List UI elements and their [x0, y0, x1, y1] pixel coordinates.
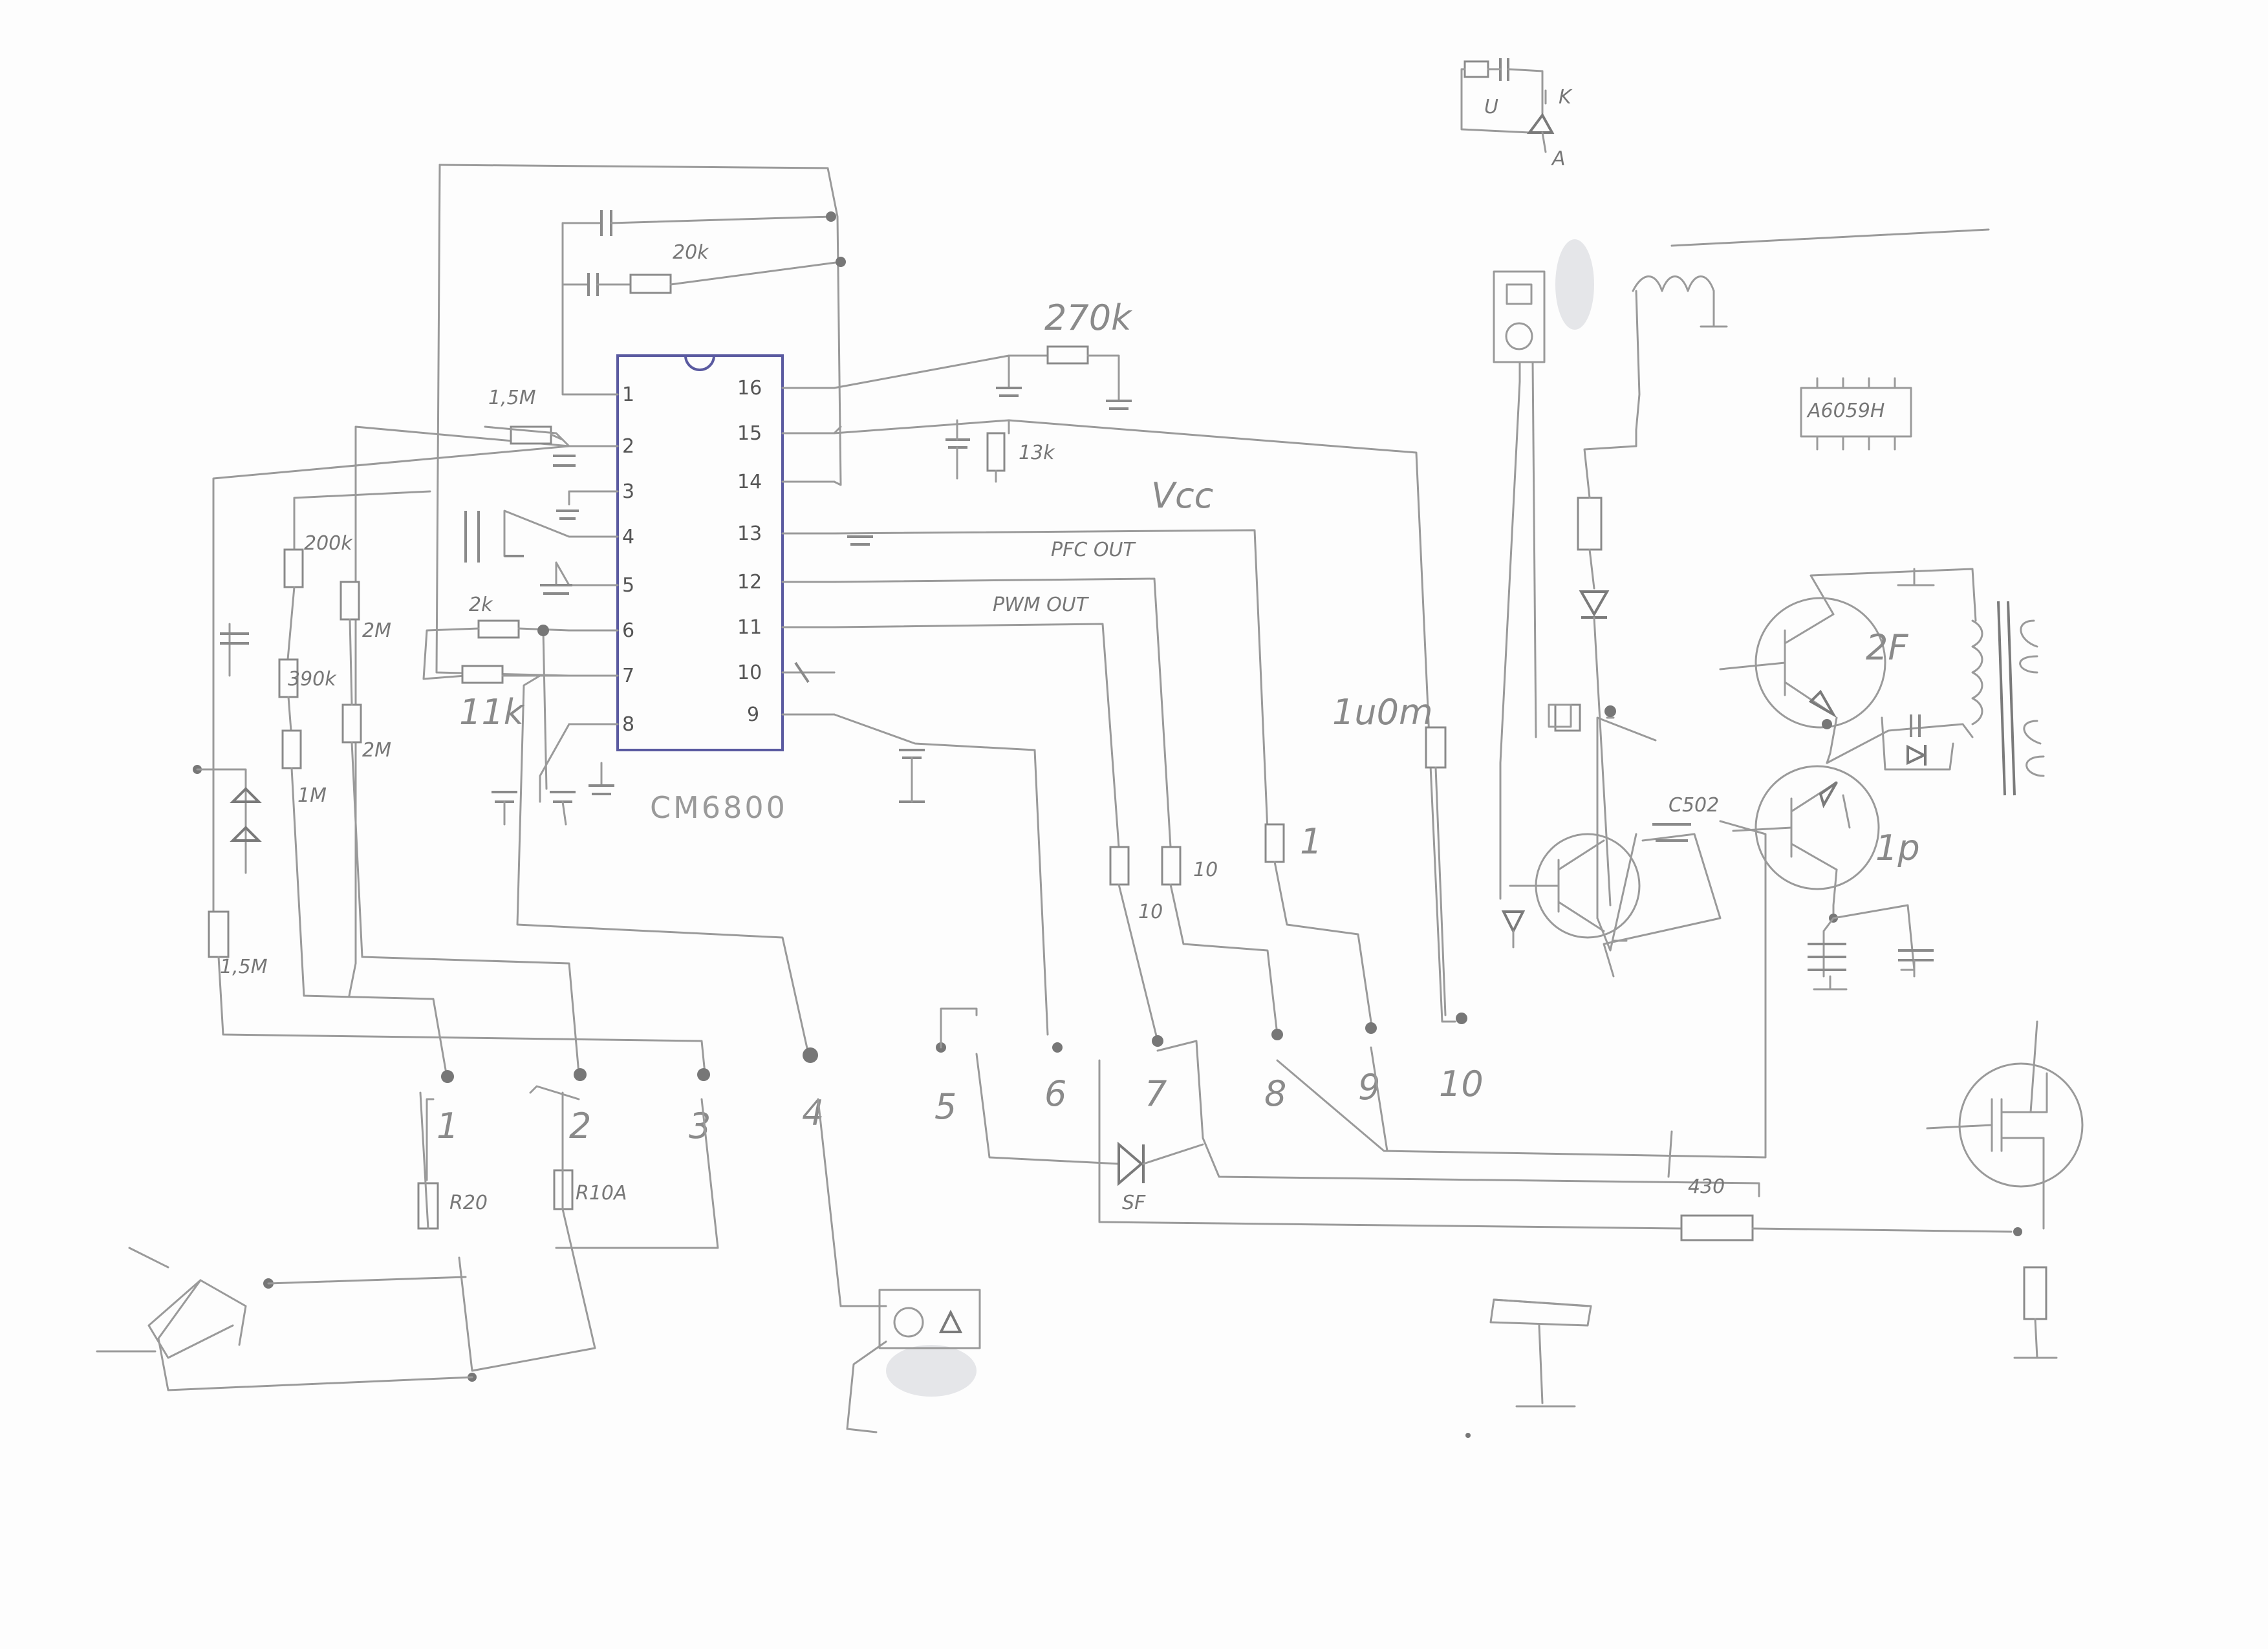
pin-label: 13 [737, 522, 762, 545]
label-kd-u: U [1484, 96, 1498, 118]
label-r-430: 430 [1688, 1175, 1725, 1198]
pin-label: 5 [622, 574, 634, 597]
label-chip2: A6059H [1806, 400, 1885, 422]
label-r-2m-a: 2M [362, 619, 391, 642]
label-q-1p: 1p [1875, 828, 1920, 868]
chip-a6059h [1800, 377, 1912, 451]
label-r-r20: R20 [449, 1192, 488, 1214]
label-kd-a: A [1551, 147, 1566, 170]
label-r-1: 1 [1300, 821, 1322, 862]
pin-label: 4 [622, 526, 634, 548]
pin-label: 12 [737, 571, 762, 594]
pencil-smudge [886, 1345, 977, 1397]
label-r-270k: 270k [1044, 297, 1133, 338]
connector-pin-2: 2 [569, 1106, 591, 1146]
label-kd-k: K [1559, 86, 1573, 109]
pfc-pwm-outputs [794, 577, 1279, 1042]
pin-label: 3 [622, 480, 634, 503]
left-input-network [193, 425, 818, 1083]
pencil-smudge [1555, 239, 1594, 330]
ic-name: CM6800 [650, 790, 788, 825]
label-r-200k: 200k [304, 532, 353, 555]
test-point [1548, 703, 1572, 728]
label-r-r10a: R10A [576, 1182, 627, 1205]
pin-label: 2 [622, 435, 634, 458]
bottom-network [96, 820, 2013, 1433]
pin-label: 16 [737, 377, 762, 400]
label-r-2k: 2k [469, 594, 493, 616]
power-stage [1493, 270, 2045, 1178]
label-r-2m-b: 2M [362, 739, 391, 762]
pin-label: 14 [737, 471, 762, 493]
label-r-10a: 10 [1138, 901, 1163, 923]
pencil-dot [1465, 1433, 1471, 1438]
crystal-sketch [1489, 1298, 1592, 1408]
top-rule-line [1670, 228, 1990, 247]
connector-pin-8: 8 [1264, 1073, 1286, 1114]
label-r-13k: 13k [1019, 442, 1055, 464]
pin-label: 9 [747, 703, 759, 726]
feedback-network [435, 164, 846, 677]
ic-pin-labels-right: 16 15 14 13 12 11 10 9 [737, 377, 762, 726]
label-pfc-out: PFC OUT [1051, 539, 1136, 561]
label-r-15m-b: 1,5M [220, 956, 268, 978]
right-resistor-chain [1264, 726, 1447, 1023]
label-r-10b: 10 [1193, 859, 1218, 881]
label-r-11k: 11k [459, 692, 526, 733]
connector-row [936, 1007, 1467, 1053]
connector-pin-1: 1 [437, 1106, 459, 1146]
label-q-2f: 2F [1866, 627, 1908, 668]
connector-pin-10: 10 [1439, 1064, 1484, 1104]
pin-label: 6 [622, 619, 634, 642]
pin-label: 7 [622, 665, 634, 687]
pin-label: 15 [737, 422, 762, 445]
connector-pin-5: 5 [934, 1086, 956, 1127]
pin-label: 8 [622, 713, 634, 736]
mosfet-sketch [1926, 1020, 2084, 1359]
connector-pin-6: 6 [1044, 1073, 1066, 1114]
pin-label: 1 [622, 383, 634, 406]
label-pwm-out: PWM OUT [993, 594, 1090, 616]
vcc-network [833, 529, 1269, 832]
label-c502: C502 [1669, 794, 1719, 817]
ic-cm6800 [568, 354, 836, 751]
label-r-15m: 1,5M [488, 387, 536, 409]
ic-pin-labels-left: 1 2 3 4 5 6 7 8 [622, 383, 634, 736]
connector-pin-7: 7 [1145, 1073, 1167, 1114]
label-r-390k: 390k [288, 668, 337, 691]
label-diode-sf: SF [1122, 1192, 1146, 1214]
label-r-1m: 1M [297, 784, 327, 807]
thyristor-sketch [1460, 58, 1555, 153]
connector-pin-3: 3 [689, 1106, 711, 1146]
pin-label: 11 [737, 616, 762, 639]
label-r-1u: 1u0m [1332, 692, 1433, 733]
label-vcc: Vcc [1151, 475, 1213, 516]
pin-label: 10 [737, 661, 762, 684]
label-r-20k: 20k [673, 241, 709, 264]
